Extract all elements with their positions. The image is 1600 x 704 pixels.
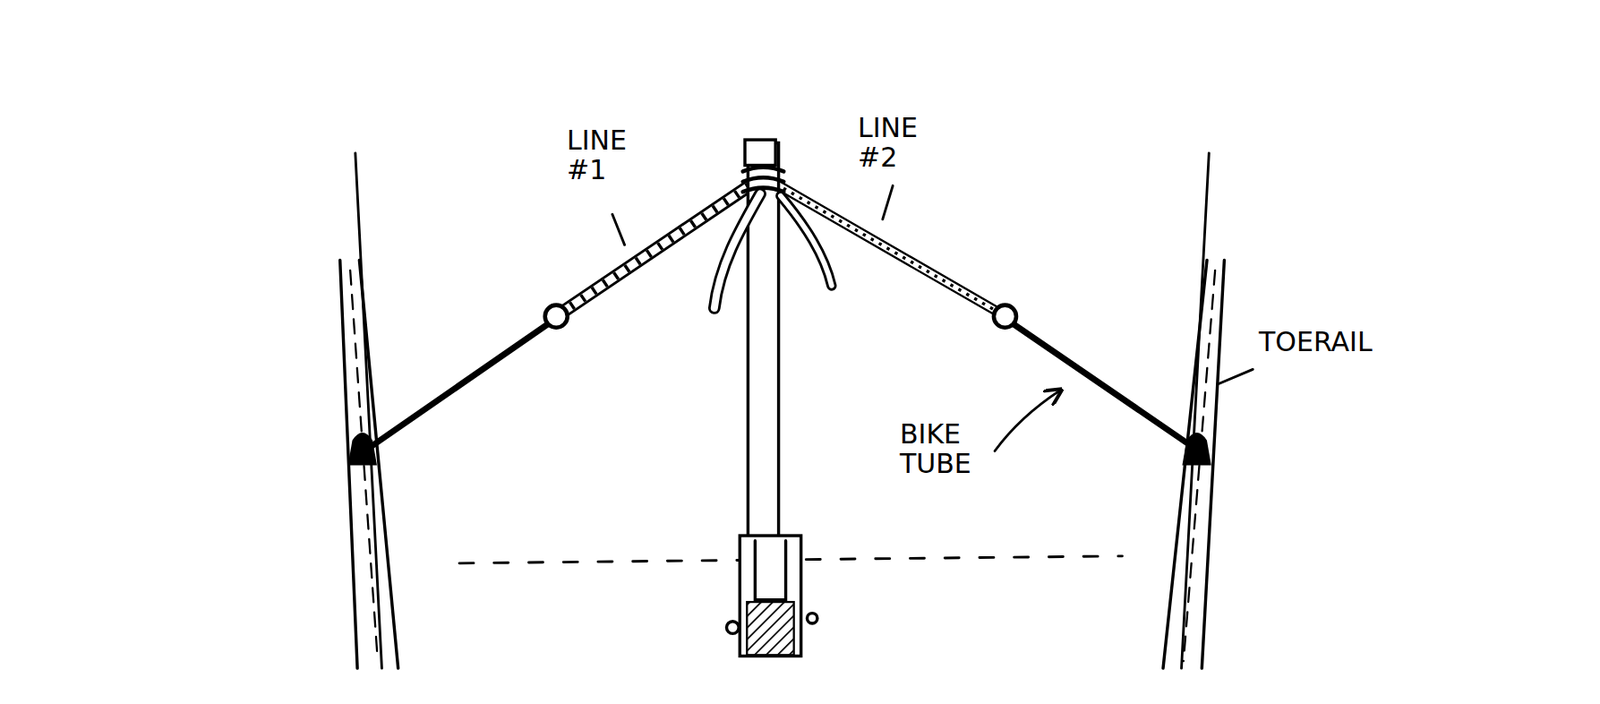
bike-tube-left [367,317,557,449]
rope-line-2 [775,183,1002,315]
bike-tube-right [1004,317,1196,449]
knot [993,305,1017,328]
toerail-right [1163,153,1224,668]
stanchion-post [714,139,832,656]
part-label: TOERAIL [1258,326,1373,357]
cleat [349,433,377,464]
line-label: LINE #1 [566,125,627,185]
leader-line [882,185,893,220]
part-label: BIKE TUBE [899,419,972,479]
cleat [1183,433,1211,464]
rope-line-1 [559,178,761,315]
leader-line [612,213,625,245]
toerail-left [340,153,399,668]
line-label: LINE #2 [857,112,918,172]
leader-line [1219,368,1254,384]
leader-arrow [994,389,1061,451]
knot [545,305,568,328]
